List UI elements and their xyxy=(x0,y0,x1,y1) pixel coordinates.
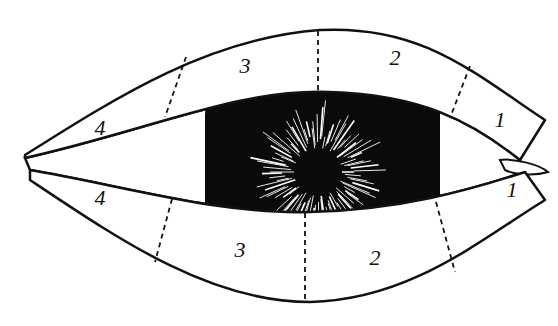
speckle xyxy=(340,181,370,193)
callout-number: 1 xyxy=(495,109,506,131)
callout-number: 3 xyxy=(235,239,246,261)
callout-number: 4 xyxy=(95,187,106,209)
speckle xyxy=(317,114,318,142)
callout-number: 1 xyxy=(507,179,518,201)
speckle xyxy=(306,121,310,137)
speckle xyxy=(335,116,348,141)
speckle xyxy=(347,161,370,166)
speckle xyxy=(345,174,361,175)
callout-number: 3 xyxy=(240,55,251,77)
speckle xyxy=(354,169,386,171)
speckle xyxy=(322,100,326,136)
speckle xyxy=(281,157,296,163)
speckle xyxy=(263,167,291,170)
speckle xyxy=(270,172,294,173)
speckle xyxy=(351,165,379,168)
speckle xyxy=(286,121,299,141)
speckle xyxy=(343,183,376,198)
speckle xyxy=(342,171,354,173)
speckle xyxy=(304,129,308,140)
speckle xyxy=(313,121,316,145)
speckle xyxy=(262,172,282,174)
speckle xyxy=(330,124,346,152)
pupil xyxy=(298,152,338,192)
speckle xyxy=(337,140,345,149)
lower-eyelid-band xyxy=(30,170,545,302)
speckle xyxy=(269,176,285,178)
speckle xyxy=(323,137,325,149)
speckle xyxy=(277,178,289,180)
speckle xyxy=(321,199,322,211)
speckle xyxy=(351,152,362,157)
callout-number: 2 xyxy=(390,47,401,69)
upper-eyelid-band xyxy=(25,30,545,160)
speckle xyxy=(345,191,358,200)
callout-number: 2 xyxy=(370,247,381,269)
callout-number: 4 xyxy=(95,117,106,139)
speckle xyxy=(352,183,379,191)
speckle xyxy=(348,142,380,158)
speckle xyxy=(296,110,308,144)
speckle xyxy=(340,136,351,148)
speckle xyxy=(272,158,283,162)
speckle xyxy=(327,124,333,143)
speckle xyxy=(257,178,292,187)
speckle xyxy=(251,158,286,165)
segment-dividers xyxy=(155,31,470,301)
